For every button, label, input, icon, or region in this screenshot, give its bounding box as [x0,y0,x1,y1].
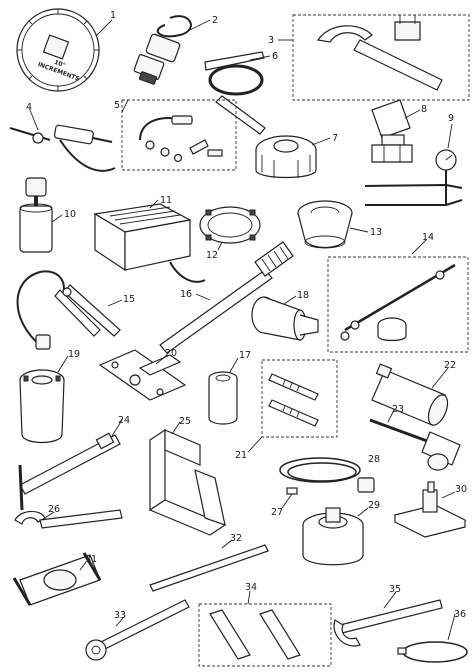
callout-11: 11 [160,195,172,206]
callout-36: 36 [454,609,466,620]
callout-23: 23 [392,404,404,415]
group-box-5 [121,99,237,171]
callout-4: 4 [26,102,32,113]
tool-30-puller [393,481,467,538]
tool-16-threaded-puller [159,241,294,354]
tool-9-pressure-gauge [364,149,463,206]
tool-14-installer-rod [340,263,456,342]
tool-19-castellated-socket [19,369,65,444]
tool-3-c-spanner [316,15,443,91]
tool-31-bearing-separator [12,552,102,606]
callout-26: 26 [48,504,60,515]
callout-29: 29 [368,500,380,511]
tool-2-diagnostic-connector [133,15,192,85]
tool-5-hose-kit [139,115,223,163]
callout-35: 35 [389,584,401,595]
callout-10: 10 [64,209,76,220]
tool-18-stepped-drift [251,296,319,341]
tool-12-ring-nut-tool [199,206,261,244]
callout-8: 8 [421,104,427,115]
callout-28: 28 [368,454,380,465]
tool-22-damper-tool [371,363,449,426]
tool-8-adapter [371,99,413,163]
callout-31: 31 [85,554,97,565]
tool-17-sleeve [208,371,238,425]
tool-1-degree-disc: 10° INCREMENTS [16,8,100,92]
tool-25-support-stand [148,428,227,536]
callout-34: 34 [245,582,257,593]
callout-15: 15 [123,294,135,305]
tool-32-long-rod [149,544,269,592]
group-box-3 [292,14,470,101]
callout-1: 1 [110,10,116,21]
tool-36-cable [397,641,468,663]
callout-14: 14 [422,232,434,243]
tool-11-electronic-module [93,203,206,283]
callout-19: 19 [68,349,80,360]
callout-20: 20 [165,348,177,359]
callout-16: 16 [180,289,192,300]
dial-text-degrees: 10° [53,59,66,69]
callout-5: 5 [114,100,120,111]
callout-6: 6 [272,51,278,62]
tool-28-connector [357,477,375,493]
tool-26-c-spanner [14,509,123,529]
callout-17: 17 [239,350,251,361]
tool-29-large-socket [302,507,364,566]
callout-18: 18 [297,290,309,301]
tool-15-hose-clamp-pliers [16,270,121,350]
callout-12: 12 [206,250,218,261]
tool-21-guide-pins [268,373,319,427]
tool-23-long-installer [369,418,461,471]
group-box-14 [327,256,469,353]
tool-20-holding-plate [98,349,187,401]
callout-3: 3 [268,35,274,46]
callout-25: 25 [179,416,191,427]
tool-4-vacuum-gauge-syringe [9,124,116,172]
callout-24: 24 [118,415,130,426]
callout-9: 9 [448,113,454,124]
tool-34-drift-pair [209,609,301,660]
group-box-34 [198,603,332,667]
group-box-21 [261,359,338,438]
tool-13-bearing-cup [297,200,353,249]
tool-24-t-bar-tool [18,432,121,511]
callout-32: 32 [230,533,242,544]
callout-22: 22 [444,360,456,371]
tool-6-strap-wrench [204,51,266,135]
callout-30: 30 [455,484,467,495]
tool-33-ratchet [85,599,190,661]
callout-2: 2 [212,15,218,26]
tool-35-hook-spanner [333,599,443,647]
callout-7: 7 [332,133,338,144]
callout-27: 27 [271,507,283,518]
tool-7-oil-filter-wrench [255,135,317,179]
tool-10-cylinder-tool [19,177,53,253]
callout-21: 21 [235,450,247,461]
callout-13: 13 [370,227,382,238]
callout-33: 33 [114,610,126,621]
